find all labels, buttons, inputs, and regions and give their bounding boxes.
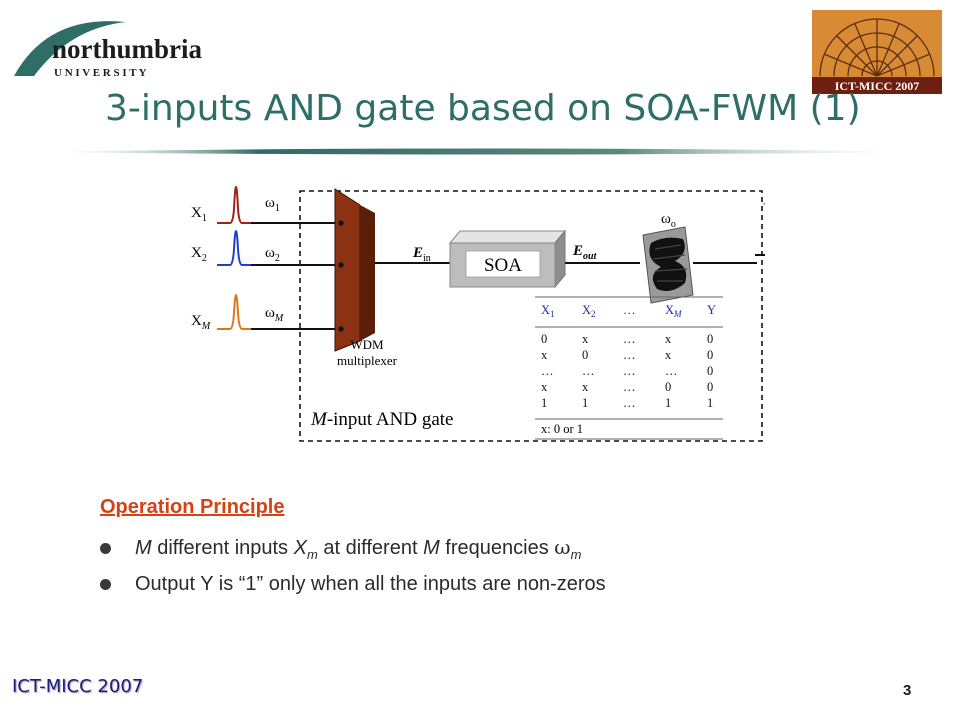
title-underline-rule <box>32 148 937 155</box>
truth-table-header-cell: … <box>623 303 636 317</box>
freq-omegam-label: ωM <box>265 305 284 324</box>
truth-table-cell: … <box>623 348 636 362</box>
input-x1-label: X1 <box>191 205 207 224</box>
truth-table-header-cell: Y <box>707 303 716 317</box>
and-gate-diagram: X1 ω1 X2 ω2 XM ωM WDM multiplexer Ein SO… <box>191 185 765 442</box>
truth-table-cell: 1 <box>582 396 588 410</box>
truth-table-cell: 0 <box>707 348 713 362</box>
e-out-label: Eout <box>572 243 598 262</box>
truth-table-cell: 1 <box>707 396 713 410</box>
bullet-dot-icon <box>100 579 111 590</box>
truth-table-header-cell: X1 <box>541 303 555 319</box>
page-number: 3 <box>903 682 912 699</box>
gate-boundary-box <box>299 190 763 442</box>
northumbria-university-logo: northumbria U N I V E R S I T Y <box>14 21 203 79</box>
wdm-multiplexer-block <box>334 188 361 352</box>
wdm-multiplexer-side <box>360 205 375 341</box>
truth-table-cell: … <box>623 380 636 394</box>
truth-table-cell: x <box>541 348 548 362</box>
truth-table-cell: 0 <box>707 380 713 394</box>
ict-micc-logo-text: ICT-MICC 2007 <box>835 79 920 93</box>
output-y-label: Y <box>763 201 765 217</box>
truth-table-cell: x <box>665 332 672 346</box>
bullet-output-condition: Output Y is “1” only when all the inputs… <box>100 573 606 596</box>
truth-table-cell: 1 <box>665 396 671 410</box>
truth-table-cell: x <box>665 348 672 362</box>
footer-conference-name: ICT-MICC 2007 <box>12 676 144 697</box>
truth-table-note: x: 0 or 1 <box>541 422 583 436</box>
logo-text-northumbria: northumbria <box>52 34 203 64</box>
gate-title-label: M-input AND gate <box>310 409 453 430</box>
ict-micc-logo: ICT-MICC 2007 <box>812 10 942 94</box>
e-in-label: Ein <box>412 245 431 264</box>
truth-table-cell: 0 <box>707 364 713 378</box>
truth-table-cell: 0 <box>665 380 671 394</box>
filter-freq-label: ωo <box>661 211 676 230</box>
input-x2-pulse <box>217 229 251 266</box>
truth-table-cell: … <box>541 364 554 378</box>
truth-table-header-cell: X2 <box>582 303 596 319</box>
logo-swoosh <box>14 21 126 76</box>
input-xm-pulse <box>217 293 251 330</box>
slide-title: 3-inputs AND gate based on SOA-FWM (1) <box>105 88 861 129</box>
bullet-inputs-frequencies: M different inputs Xm at different M fre… <box>100 535 581 562</box>
truth-table-cell: x <box>541 380 548 394</box>
logo-text-university: U N I V E R S I T Y <box>54 67 147 79</box>
freq-omega2-label: ω2 <box>265 245 280 264</box>
truth-table-cell: … <box>582 364 595 378</box>
truth-table-cell: 1 <box>541 396 547 410</box>
input-xm-label: XM <box>191 313 211 332</box>
input-x1-pulse <box>217 185 251 224</box>
soa-label: SOA <box>484 255 522 276</box>
truth-table-cell: … <box>623 332 636 346</box>
truth-table-cell: 0 <box>707 332 713 346</box>
truth-table-cell: … <box>665 364 678 378</box>
truth-table-cell: … <box>623 364 636 378</box>
truth-table-cell: x <box>582 380 589 394</box>
operation-principle-heading: Operation Principle <box>100 496 285 518</box>
truth-table-cell: … <box>623 396 636 410</box>
wdm-label-line1: WDM <box>350 337 384 352</box>
truth-table-cell: 0 <box>582 348 588 362</box>
truth-table-header-cell: XM <box>665 303 682 319</box>
freq-omega1-label: ω1 <box>265 195 280 214</box>
truth-table-cell: 0 <box>541 332 547 346</box>
input-x2-label: X2 <box>191 245 207 264</box>
truth-table-cell: x <box>582 332 589 346</box>
bullet-dot-icon <box>100 543 111 554</box>
wdm-label-line2: multiplexer <box>337 353 398 368</box>
output-y-pulse <box>755 253 765 256</box>
